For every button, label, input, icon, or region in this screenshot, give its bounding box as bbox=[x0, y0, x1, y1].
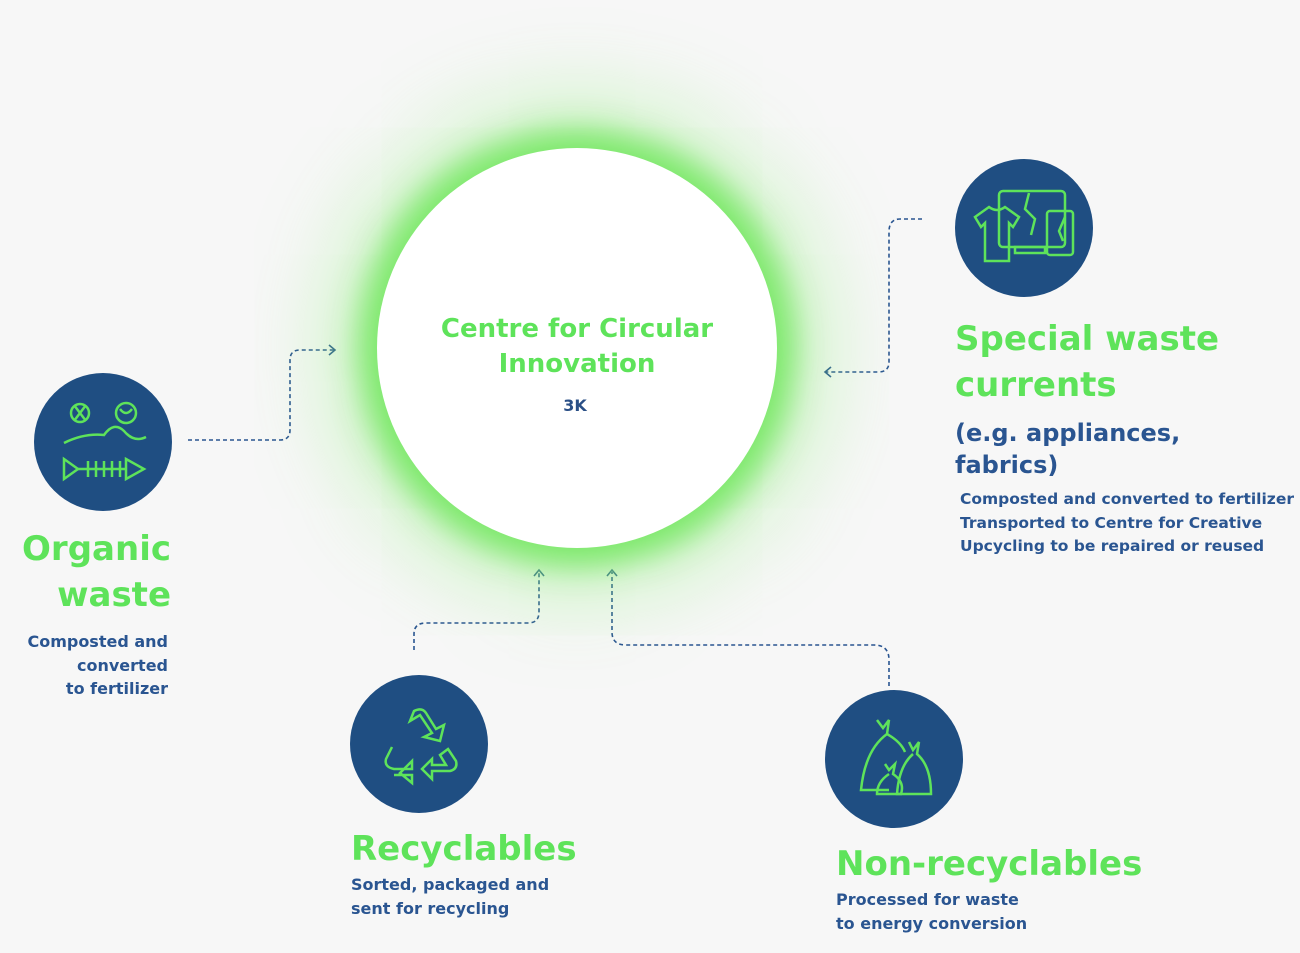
organic-title-line2: waste bbox=[57, 575, 171, 615]
desc-line: Processed for waste bbox=[836, 890, 1019, 909]
desc-line: Upcycling to be repaired or reused bbox=[960, 537, 1265, 555]
arrow-special bbox=[826, 218, 922, 373]
recyclables-title: Recyclables bbox=[351, 829, 577, 869]
special-title-line1: Special waste bbox=[955, 319, 1220, 359]
recyclables-desc: Sorted, packaged and sent for recycling bbox=[351, 873, 651, 920]
desc-line: to fertilizer bbox=[65, 679, 168, 698]
desc-line: Composted and bbox=[27, 632, 168, 651]
subtitle-line: (e.g. appliances, bbox=[955, 419, 1181, 447]
garbage-bags-icon bbox=[825, 690, 963, 828]
special-title-line2: currents bbox=[955, 365, 1117, 405]
hub-title: Centre for Circular Innovation bbox=[440, 314, 714, 379]
organic-desc: Composted and converted to fertilizer bbox=[10, 630, 168, 701]
special-desc: Composted and converted to fertilizer Tr… bbox=[960, 488, 1300, 559]
hub-value: 3K bbox=[563, 396, 587, 415]
arrow-recyclables bbox=[413, 572, 540, 650]
desc-line: to energy conversion bbox=[836, 913, 1028, 933]
desc-line: Transported to Centre for Creative bbox=[960, 513, 1263, 532]
food-waste-icon bbox=[34, 373, 172, 511]
desc-line: Sorted, packaged and bbox=[351, 875, 550, 894]
desc-line: converted bbox=[77, 655, 168, 675]
organic-title: Organic waste bbox=[20, 526, 171, 618]
hub-circle bbox=[377, 148, 777, 548]
arrow-organic bbox=[188, 349, 334, 441]
arrow-nonrecyclables bbox=[611, 572, 890, 686]
recycle-icon bbox=[350, 675, 488, 813]
nonrecyclables-title: Non-recyclables bbox=[836, 844, 1143, 884]
subtitle-line: fabrics) bbox=[955, 451, 1059, 479]
special-title: Special waste currents bbox=[955, 316, 1295, 408]
nonrecyclables-desc: Processed for waste to energy conversion bbox=[836, 888, 1136, 935]
desc-line: Composted and converted to fertilizer bbox=[960, 490, 1294, 508]
organic-title-line1: Organic bbox=[22, 529, 171, 569]
special-subtitle: (e.g. appliances, fabrics) bbox=[955, 417, 1295, 481]
appliances-fabrics-icon bbox=[955, 159, 1093, 297]
desc-line: sent for recycling bbox=[351, 898, 510, 918]
